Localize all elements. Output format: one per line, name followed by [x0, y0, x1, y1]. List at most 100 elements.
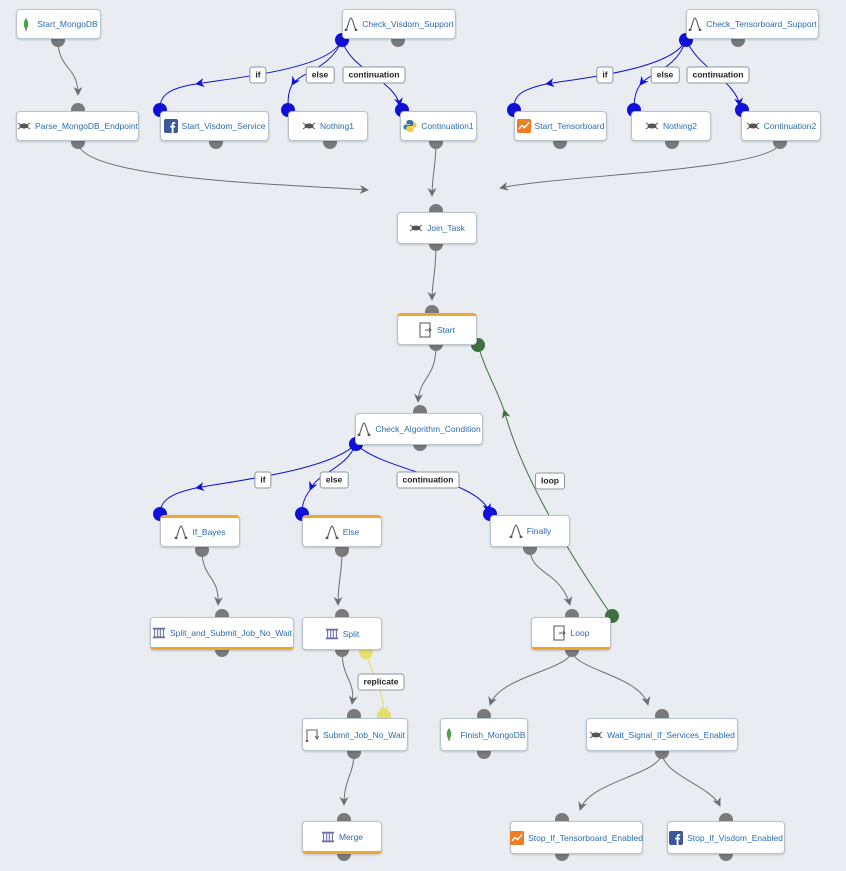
edge-label-continuation[interactable]: continuation — [342, 66, 406, 84]
split-icon — [325, 627, 339, 641]
edge-label-if[interactable]: if — [254, 471, 272, 489]
node-label: Start_Visdom_Service — [181, 121, 266, 131]
edge-loop-finish — [488, 649, 573, 706]
node-if-bayes[interactable]: If_Bayes — [160, 515, 240, 547]
node-label: Nothing1 — [319, 121, 355, 131]
node-finish-mongodb[interactable]: Finish_MongoDB — [440, 718, 528, 751]
node-label: Check_Visdom_Support — [362, 19, 454, 29]
edge-label-else[interactable]: else — [305, 66, 335, 84]
node-label: Continuation1 — [421, 121, 474, 131]
node-loop[interactable]: Loop — [531, 617, 611, 650]
edge-loop-back-upper — [477, 344, 505, 411]
loop-icon — [419, 322, 433, 338]
edge-checktb-if-down — [513, 83, 547, 109]
edge-label-replicate[interactable]: replicate — [357, 673, 405, 691]
edge-wait-stoptb — [578, 751, 663, 811]
edge-label-else[interactable]: else — [319, 471, 349, 489]
facebook-icon — [669, 830, 684, 845]
edge-label-loop[interactable]: loop — [535, 472, 565, 490]
node-label: Submit_Job_No_Wait — [323, 729, 405, 740]
condition-icon — [357, 422, 371, 436]
split-icon — [152, 626, 166, 640]
node-start-mongodb[interactable]: Start_MongoDB — [16, 9, 101, 39]
node-else[interactable]: Else — [302, 515, 382, 547]
edge-ifbayes-split — [201, 549, 224, 606]
mongodb-leaf-icon — [19, 17, 33, 31]
node-split-and-submit-job-no-wait[interactable]: Split_and_Submit_Job_No_Wait — [150, 617, 294, 650]
edge-finally-loop — [529, 547, 573, 606]
edge-checkvisdom-if-down — [159, 83, 197, 109]
node-start-visdom-service[interactable]: Start_Visdom_Service — [160, 111, 269, 141]
task-icon — [645, 119, 659, 133]
node-start-tensorboard[interactable]: Start_Tensorboard — [514, 111, 607, 141]
edge-else-split — [333, 549, 343, 606]
condition-icon — [688, 17, 702, 31]
edge-parse-join — [77, 141, 369, 194]
edge-label-continuation[interactable]: continuation — [686, 66, 750, 84]
node-wait-signal-if-services-enabled[interactable]: Wait_Signal_If_Services_Enabled — [586, 718, 738, 751]
node-label: Continuation2 — [763, 121, 817, 131]
edge-cont2-join — [499, 141, 781, 191]
edge-join-start — [427, 243, 437, 301]
node-check-visdom-support[interactable]: Check_Visdom_Support — [342, 9, 456, 39]
node-label: Check_Tensorboard_Support — [706, 19, 817, 29]
node-check-algorithm-condition[interactable]: Check_Algorithm_Condition — [355, 413, 483, 445]
node-finally[interactable]: Finally — [490, 515, 570, 547]
facebook-icon — [163, 119, 178, 133]
condition-icon — [344, 17, 358, 31]
edge-label-continuation[interactable]: continuation — [396, 471, 460, 489]
edge-checkvisdom-if — [195, 39, 343, 88]
replicate-icon — [305, 728, 320, 742]
node-label: Stop_If_Tensorboard_Enabled — [528, 832, 643, 843]
node-label: Start — [437, 325, 455, 335]
edge-submit-merge — [339, 751, 355, 806]
node-label: Start_Tensorboard — [534, 121, 605, 131]
node-label: Finally — [526, 526, 552, 536]
node-continuation2[interactable]: Continuation2 — [741, 111, 821, 141]
edge-checkalg-else — [309, 443, 357, 491]
edge-loop-back — [501, 409, 613, 617]
node-label: Join_Task — [427, 223, 465, 233]
node-continuation1[interactable]: Continuation1 — [400, 111, 477, 141]
node-label: If_Bayes — [192, 527, 226, 537]
edge-checkalg-if — [195, 443, 357, 491]
task-icon — [302, 119, 316, 133]
edge-split-submit — [341, 649, 358, 705]
node-label: Finish_MongoDB — [460, 729, 526, 740]
node-nothing1[interactable]: Nothing1 — [288, 111, 368, 141]
node-split[interactable]: Split — [302, 617, 382, 650]
condition-icon — [325, 525, 339, 539]
task-icon — [746, 119, 760, 133]
edge-checktb-if — [545, 39, 687, 88]
edge-label-if[interactable]: if — [596, 66, 614, 84]
node-label: Loop — [570, 627, 590, 638]
node-start[interactable]: Start — [397, 313, 477, 345]
node-stop-if-tensorboard-enabled[interactable]: Stop_If_Tensorboard_Enabled — [510, 821, 643, 854]
node-submit-job-no-wait[interactable]: Submit_Job_No_Wait — [302, 718, 408, 751]
node-nothing2[interactable]: Nothing2 — [631, 111, 711, 141]
split-icon — [321, 830, 335, 844]
condition-icon — [509, 524, 523, 538]
node-join-task[interactable]: Join_Task — [397, 212, 477, 244]
node-parse-mongodb-endpoint[interactable]: Parse_MongoDB_Endpoint — [16, 111, 139, 141]
task-icon — [589, 728, 603, 742]
mongodb-leaf-icon — [442, 728, 456, 742]
node-label: Start_MongoDB — [37, 19, 98, 29]
node-label: Stop_If_Visdom_Enabled — [687, 832, 783, 843]
node-stop-if-visdom-enabled[interactable]: Stop_If_Visdom_Enabled — [667, 821, 785, 854]
loop-icon — [553, 625, 567, 640]
edge-start-checkalg — [414, 343, 437, 403]
node-label: Check_Algorithm_Condition — [375, 424, 481, 434]
node-label: Nothing2 — [662, 121, 698, 131]
edge-label-if[interactable]: if — [249, 66, 267, 84]
python-icon — [403, 119, 417, 133]
task-icon — [409, 221, 423, 235]
node-check-tensorboard-support[interactable]: Check_Tensorboard_Support — [686, 9, 819, 39]
tensorboard-icon — [510, 830, 525, 845]
node-label: Wait_Signal_If_Services_Enabled — [607, 729, 735, 740]
edge-label-else[interactable]: else — [650, 66, 680, 84]
edge-startmongo-parse — [57, 39, 83, 96]
edge-cont1-join — [427, 141, 437, 197]
node-merge[interactable]: Merge — [302, 821, 382, 854]
